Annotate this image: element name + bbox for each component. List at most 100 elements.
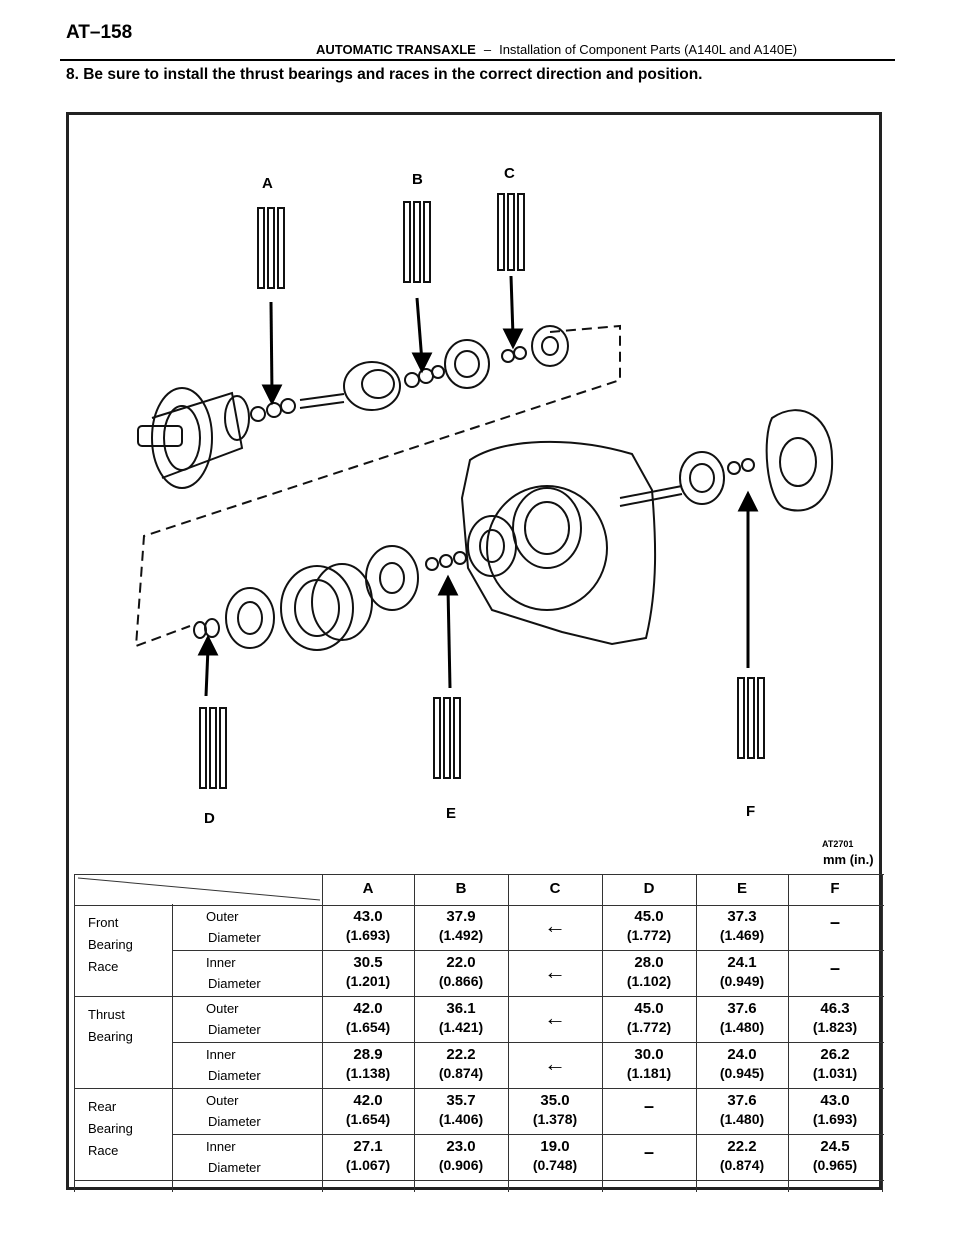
table-cell-value-inches: (0.906): [438, 1157, 484, 1173]
table-cell-value: 43.0: [353, 908, 383, 925]
figure-label-e: E: [446, 805, 456, 822]
table-cell-value-inches: (1.823): [812, 1019, 858, 1035]
table-cell-value-inches: (1.492): [438, 927, 484, 943]
table-group-label-line: Race: [88, 959, 119, 974]
table-header-b: B: [455, 880, 467, 897]
instruction-text: 8. Be sure to install the thrust bearing…: [66, 66, 703, 83]
table-cell-value: 42.0: [353, 1000, 383, 1017]
table-cell-value: 36.1: [446, 1000, 476, 1017]
running-header: AUTOMATIC TRANSAXLE–Installation of Comp…: [316, 42, 797, 57]
table-group-label-line: Race: [88, 1143, 119, 1158]
header-separator: –: [483, 42, 492, 57]
table-vertical-rule: [696, 874, 697, 1192]
table-cell-value-inches: (1.067): [345, 1157, 391, 1173]
figure-label-a: A: [262, 175, 273, 192]
table-cell-value-inches: (0.949): [719, 973, 765, 989]
table-cell-value: 45.0: [634, 908, 664, 925]
table-cell: –: [602, 1137, 696, 1167]
figure-label-d: D: [204, 810, 215, 827]
table-dimension-label-line: Outer: [206, 909, 239, 924]
table-cell: 19.0 (0.748): [508, 1137, 602, 1175]
table-cell-value: ←: [544, 913, 566, 938]
table-cell-value-inches: (0.866): [438, 973, 484, 989]
table-cell-value: 19.0: [540, 1138, 570, 1155]
table-cell-value-inches: (1.693): [345, 927, 391, 943]
table-dimension-label-line: Diameter: [208, 1114, 261, 1129]
table-cell: 26.2 (1.031): [788, 1045, 882, 1083]
table-dimension-label-line: Outer: [206, 1093, 239, 1108]
table-cell: 23.0(0.906): [414, 1137, 508, 1175]
table-cell-value: 27.1: [353, 1138, 383, 1155]
table-cell: –: [788, 953, 882, 983]
table-cell-value: 35.7: [446, 1092, 476, 1109]
table-cell-value: 28.9: [353, 1046, 383, 1063]
table-cell: 42.0 (1.654): [322, 999, 414, 1037]
table-group-label-line: Bearing: [88, 1029, 133, 1044]
table-cell: ←: [508, 907, 602, 945]
table-cell-value-inches: (1.031): [812, 1065, 858, 1081]
table-vertical-rule: [322, 874, 323, 1192]
table-cell: 24.5(0.965): [788, 1137, 882, 1175]
table-group-rule: [74, 1180, 884, 1181]
table-cell-value: 30.5: [353, 954, 383, 971]
table-dimension-label-line: Diameter: [208, 1160, 261, 1175]
table-cell: 37.6(1.480): [696, 1091, 788, 1129]
table-cell: ←: [508, 953, 602, 991]
table-cell: 42.0 (1.654): [322, 1091, 414, 1129]
table-cell-value-inches: (1.654): [345, 1111, 391, 1127]
table-cell-value: –: [643, 1142, 654, 1162]
table-cell-value: 43.0: [820, 1092, 850, 1109]
table-cell-value-inches: (1.654): [345, 1019, 391, 1035]
table-cell: 35.0(1.378): [508, 1091, 602, 1129]
table-cell: 45.0(1.772): [602, 907, 696, 945]
table-cell: 30.0(1.181): [602, 1045, 696, 1083]
table-cell-value-inches: (0.874): [719, 1157, 765, 1173]
table-dimension-label-line: Inner: [206, 955, 236, 970]
table-cell-value-inches: (1.102): [626, 973, 672, 989]
table-header-a: A: [362, 880, 374, 897]
table-cell: 35.7(1.406): [414, 1091, 508, 1129]
table-vertical-rule: [602, 874, 603, 1192]
table-cell-value: 37.3: [727, 908, 757, 925]
table-cell-value: ←: [544, 959, 566, 984]
table-cell-value: 37.9: [446, 908, 476, 925]
figure-label-b: B: [412, 171, 423, 188]
table-cell: –: [788, 907, 882, 937]
table-group-label-line: Bearing: [88, 1121, 133, 1136]
table-cell: 22.0(0.866): [414, 953, 508, 991]
table-dimension-label-line: Inner: [206, 1047, 236, 1062]
table-cell-value: 42.0: [353, 1092, 383, 1109]
table-cell-value: 35.0: [540, 1092, 570, 1109]
unit-label: mm (in.): [823, 852, 874, 867]
figure-label-f: F: [746, 803, 755, 820]
table-cell: ←: [508, 999, 602, 1037]
table-cell: 43.0 (1.693): [322, 907, 414, 945]
table-dimension-label-line: Diameter: [208, 976, 261, 991]
table-group-rule: [74, 996, 884, 997]
table-row-rule: [172, 1134, 884, 1135]
table-cell: 27.1 (1.067): [322, 1137, 414, 1175]
page-number: AT–158: [66, 22, 133, 43]
table-cell-value-inches: (0.748): [532, 1157, 578, 1173]
table-cell-value: 26.2: [820, 1046, 850, 1063]
table-header-d: D: [643, 880, 655, 897]
table-group-label-line: Front: [88, 915, 119, 930]
table-cell: 37.3 (1.469): [696, 907, 788, 945]
table-header-f: F: [830, 880, 840, 897]
table-vertical-rule: [172, 904, 173, 1192]
table-cell-value-inches: (1.469): [719, 927, 765, 943]
table-cell-value: ←: [544, 1051, 566, 1076]
table-cell-value: 30.0: [634, 1046, 664, 1063]
table-cell-value: –: [829, 958, 840, 978]
table-cell-value: –: [829, 912, 840, 932]
table-vertical-rule: [508, 874, 509, 1192]
table-cell: 45.0(1.772): [602, 999, 696, 1037]
table-cell: ←: [508, 1045, 602, 1083]
figure-label-c: C: [504, 165, 515, 182]
